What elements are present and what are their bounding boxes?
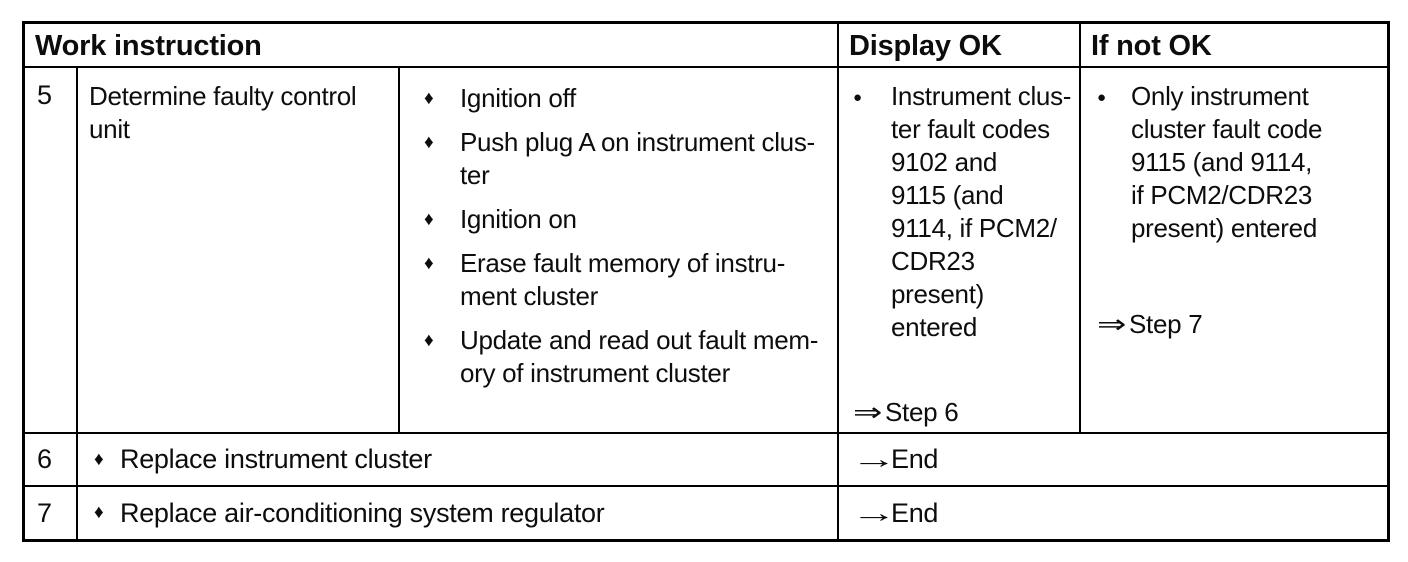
step5-display-ok-cell: ● Instrument clus- ter fault codes 9102 … [839,68,1081,434]
action-text: Replace instrument cluster [120,444,432,474]
header-display-ok-label: Display OK [849,30,1002,62]
header-display-ok: Display OK [839,24,1081,68]
diamond-bullet-icon: ♦ [424,88,434,109]
round-bullet-icon: ● [853,89,862,106]
goto-step-label: Step 6 [885,397,959,427]
round-bullet-icon: ● [1097,89,1106,106]
header-if-not-ok-label: If not OK [1091,30,1212,62]
step7-result: → End [839,487,1387,539]
action-text: Update and read out fault mem- ory of in… [460,325,819,388]
step5-if-not-ok-cell: ● Only instrument cluster fault code 911… [1081,68,1387,434]
display-ok-item: ● Instrument clus- ter fault codes 9102 … [853,80,1075,344]
step6-action: ♦ Replace instrument cluster [78,434,839,487]
display-ok-text: Instrument clus- ter fault codes 9102 an… [891,81,1072,342]
step5-action-list: ♦ Ignition off ♦ Push plug A on instrume… [400,68,839,434]
diamond-bullet-icon: ♦ [424,253,434,274]
action-text: Ignition on [460,204,577,234]
header-work-instruction: Work instruction [25,24,839,68]
goto-step-label: Step 7 [1129,309,1203,339]
if-not-ok-item: ● Only instrument cluster fault code 911… [1097,80,1383,245]
action-text: Ignition off [460,83,576,113]
action-item: ♦ Erase fault memory of instru- ment clu… [424,247,833,313]
double-arrow-icon: ⇒ [1097,309,1127,339]
right-arrow-icon: → [851,497,897,528]
work-instruction-table: Work instruction Display OK If not OK 5 … [22,21,1390,542]
result-label: End [891,444,939,474]
action-text: Push plug A on instrument clus- ter [460,127,815,190]
action-item: ♦ Push plug A on instrument clus- ter [424,126,833,192]
diamond-bullet-icon: ♦ [94,502,104,523]
action-text: Erase fault memory of instru- ment clust… [460,248,786,311]
diamond-bullet-icon: ♦ [94,448,104,470]
goto-step-7: ⇒ Step 7 [1097,308,1383,341]
diamond-bullet-icon: ♦ [424,209,434,230]
diamond-bullet-icon: ♦ [424,132,434,153]
step-number-label: 7 [37,497,52,528]
step-number-label: 6 [37,444,52,474]
if-not-ok-text: Only instrument cluster fault code 9115 … [1131,81,1323,243]
step-number-5: 5 [25,68,78,434]
step7-action: ♦ Replace air-conditioning system regula… [78,487,839,539]
diamond-bullet-icon: ♦ [424,330,434,351]
step-number-6: 6 [25,434,78,487]
right-arrow-icon: → [851,444,897,474]
action-item: ♦ Update and read out fault mem- ory of … [424,324,833,390]
header-work-instruction-label: Work instruction [35,30,262,62]
double-arrow-icon: ⇒ [853,397,883,427]
action-item: ♦ Ignition on [424,203,833,236]
result-label: End [891,497,939,528]
step5-description: Determine faulty control unit [78,68,400,434]
step-number-label: 5 [37,80,52,110]
step6-result: → End [839,434,1387,487]
goto-step-6: ⇒ Step 6 [853,396,1075,429]
header-if-not-ok: If not OK [1081,24,1387,68]
step-number-7: 7 [25,487,78,539]
action-item: ♦ Ignition off [424,82,833,115]
action-text: Replace air-conditioning system regulato… [120,497,605,528]
